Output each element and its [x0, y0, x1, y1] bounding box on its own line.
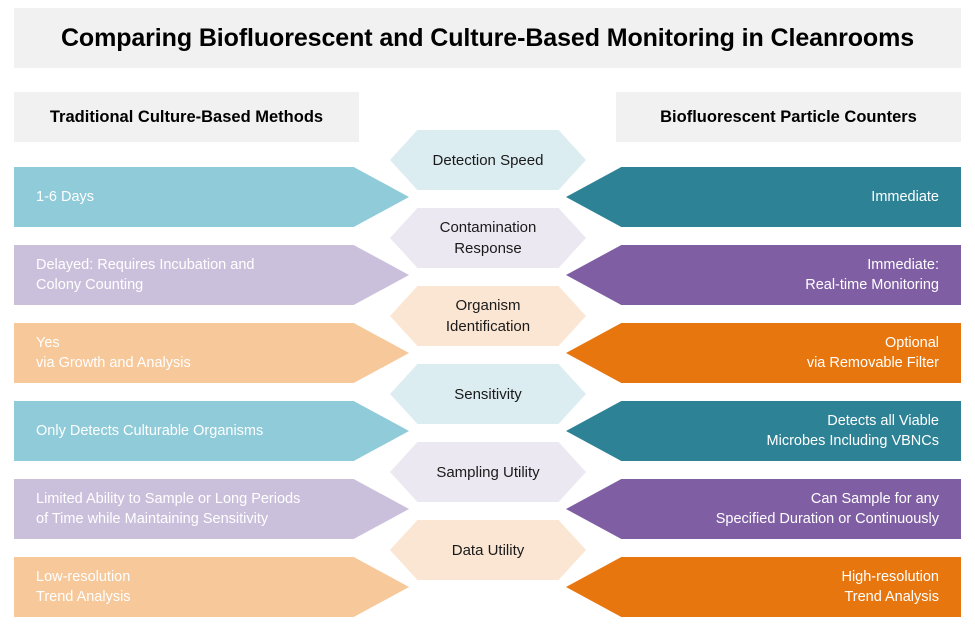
traditional-method-arrow: 1-6 Days: [14, 167, 409, 227]
biofluorescent-counter-arrow: Immediate: Real-time Monitoring: [566, 245, 961, 305]
traditional-method-arrow: Delayed: Requires Incubation and Colony …: [14, 245, 409, 305]
criteria-hexagon: Sensitivity: [390, 364, 586, 424]
biofluorescent-counter-value: Immediate: [871, 189, 939, 205]
traditional-method-value: Only Detects Culturable Organisms: [36, 423, 264, 439]
biofluorescent-counter-value: Can Sample for any Specified Duration or…: [715, 491, 939, 527]
traditional-method-arrow: Yes via Growth and Analysis: [14, 323, 409, 383]
traditional-method-arrow: Low-resolution Trend Analysis: [14, 557, 409, 617]
biofluorescent-counter-arrow: Detects all Viable Microbes Including VB…: [566, 401, 961, 461]
criteria-label: Sensitivity: [454, 385, 522, 403]
column-header-right-label: Biofluorescent Particle Counters: [660, 107, 917, 126]
title-banner: Comparing Biofluorescent and Culture-Bas…: [14, 8, 961, 68]
biofluorescent-counter-arrow: Can Sample for any Specified Duration or…: [566, 479, 961, 539]
criteria-label: Contamination Response: [439, 219, 537, 257]
traditional-method-arrow: Limited Ability to Sample or Long Period…: [14, 479, 409, 539]
criteria-label: Detection Speed: [432, 151, 544, 169]
biofluorescent-counter-arrow: Optional via Removable Filter: [566, 323, 961, 383]
biofluorescent-counter-value: High-resolution Trend Analysis: [841, 569, 939, 605]
traditional-method-arrow: Only Detects Culturable Organisms: [14, 401, 409, 461]
biofluorescent-counter-value: Detects all Viable Microbes Including VB…: [766, 413, 939, 449]
biofluorescent-counter-arrow: High-resolution Trend Analysis: [566, 557, 961, 617]
criteria-label: Data Utility: [451, 541, 525, 559]
criteria-hexagon: Data Utility: [390, 520, 586, 580]
criteria-hexagon: Organism Identification: [390, 286, 586, 346]
biofluorescent-counter-value: Immediate: Real-time Monitoring: [805, 257, 939, 293]
criteria-hexagon: Detection Speed: [390, 130, 586, 190]
criteria-label: Sampling Utility: [436, 463, 540, 481]
column-header-left-label: Traditional Culture-Based Methods: [49, 107, 324, 126]
traditional-method-value: Yes via Growth and Analysis: [36, 335, 191, 371]
column-header-right: Biofluorescent Particle Counters: [616, 92, 961, 142]
traditional-method-value: Low-resolution Trend Analysis: [36, 569, 131, 605]
traditional-method-value: 1-6 Days: [36, 189, 95, 205]
biofluorescent-counter-arrow: Immediate: [566, 167, 961, 227]
criteria-hexagon: Contamination Response: [390, 208, 586, 268]
traditional-method-value: Limited Ability to Sample or Long Period…: [36, 491, 301, 527]
traditional-method-value: Delayed: Requires Incubation and Colony …: [36, 257, 255, 293]
criteria-label: Organism Identification: [445, 297, 531, 335]
column-header-left: Traditional Culture-Based Methods: [14, 92, 359, 142]
criteria-hexagon: Sampling Utility: [390, 442, 586, 502]
page-title: Comparing Biofluorescent and Culture-Bas…: [60, 23, 915, 52]
biofluorescent-counter-value: Optional via Removable Filter: [806, 335, 939, 371]
